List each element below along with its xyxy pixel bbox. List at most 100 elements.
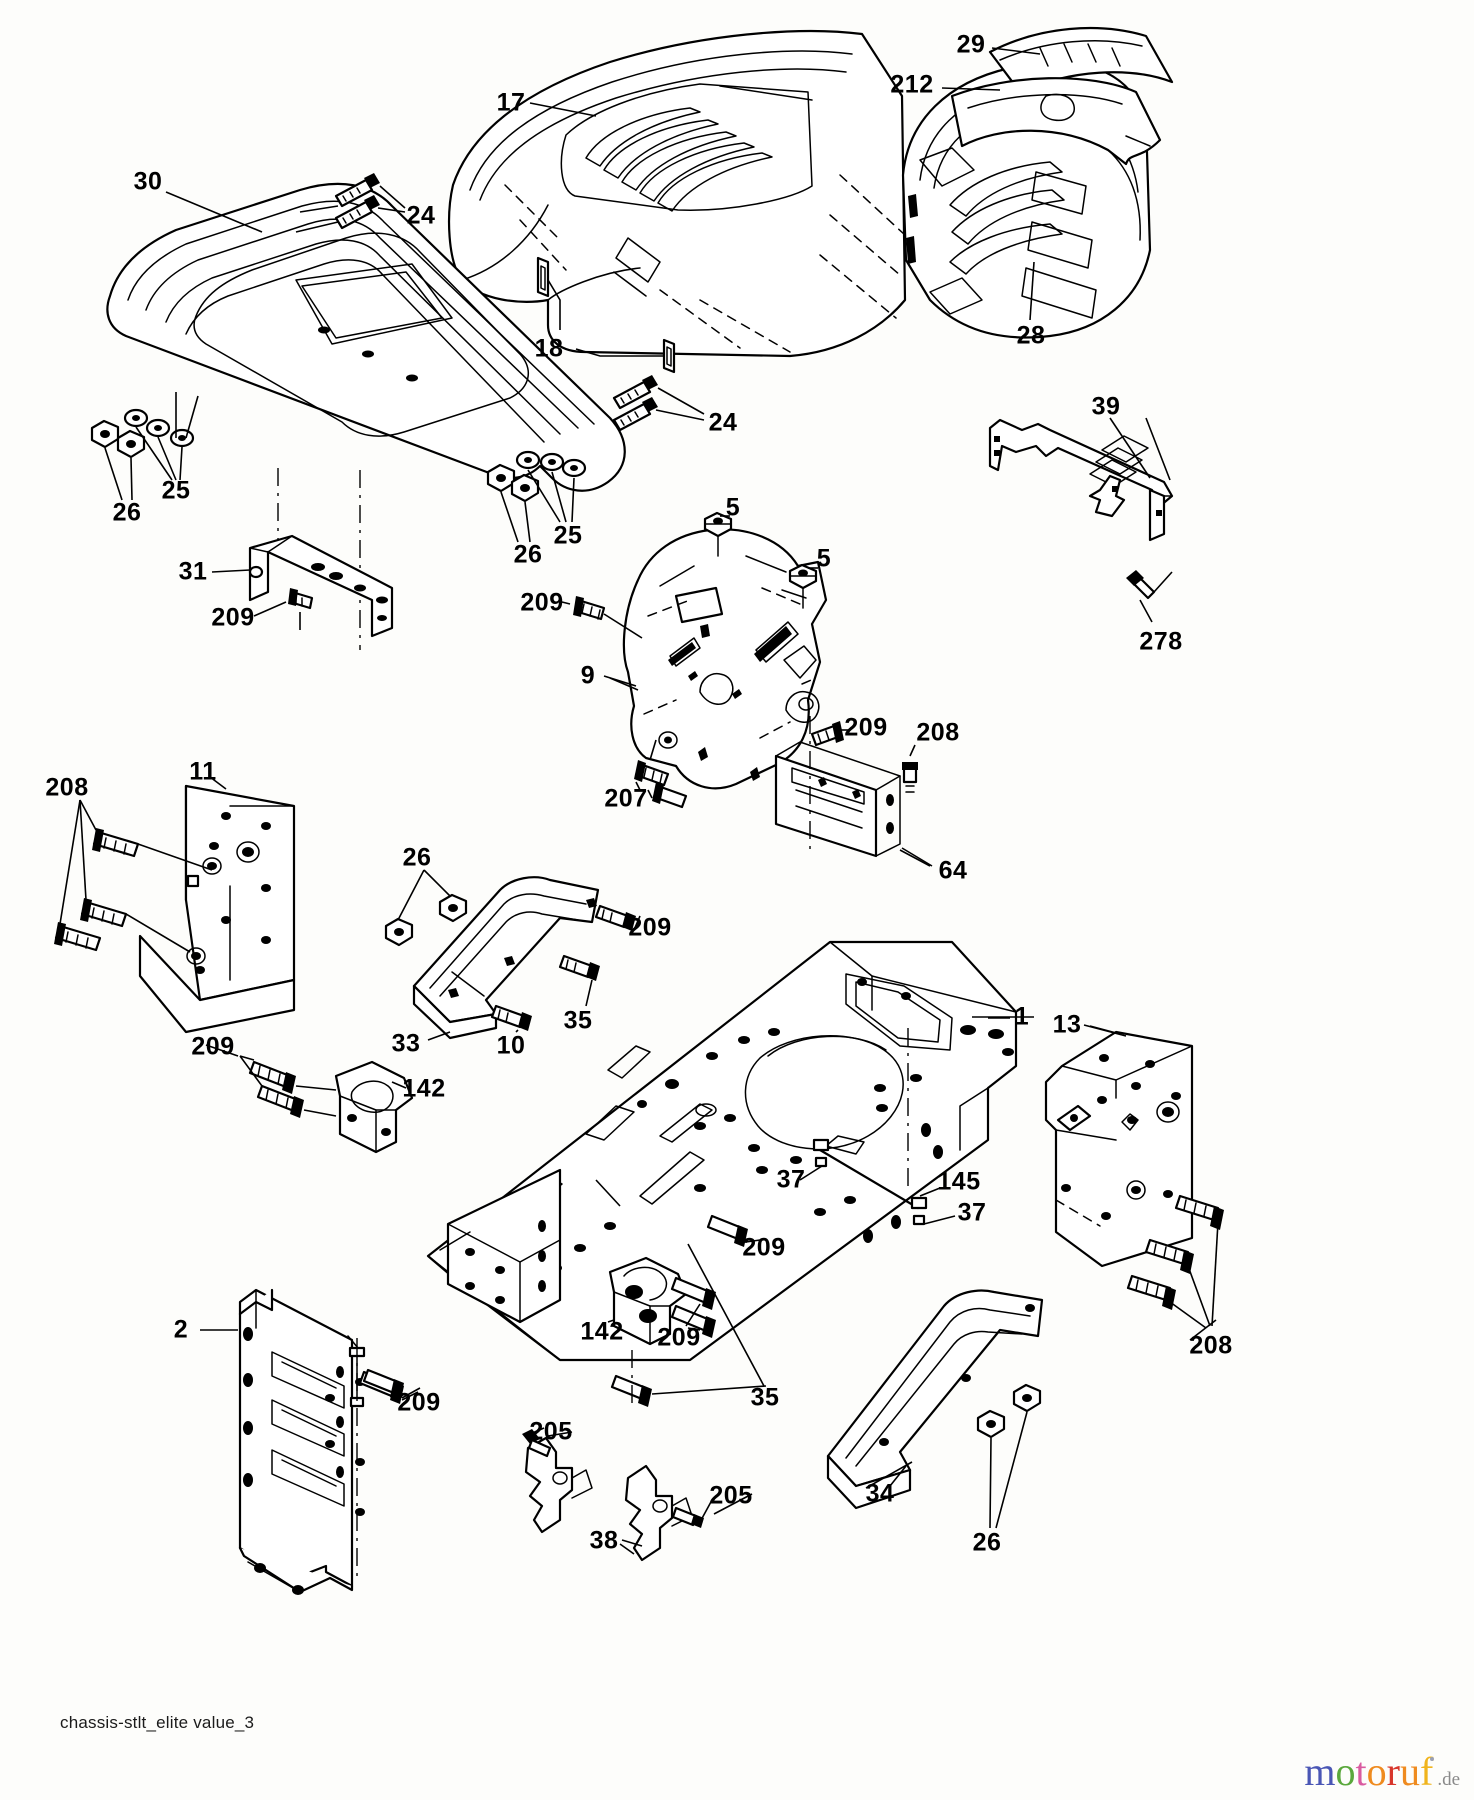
callout-207: 207 — [604, 784, 648, 813]
part-209-screw-center — [706, 1214, 761, 1247]
callout-10: 10 — [496, 1031, 526, 1060]
callout-26: 26 — [402, 843, 432, 872]
callout-29: 29 — [956, 30, 986, 59]
callout-64: 64 — [938, 856, 968, 885]
callout-142: 142 — [402, 1074, 446, 1103]
part-212-grille-insert — [950, 77, 1162, 166]
part-209-screws-142upper — [239, 1055, 337, 1118]
part-209-bottom-screw — [362, 1368, 419, 1401]
callout-25: 25 — [161, 476, 191, 505]
part-13-right-bracket — [1044, 1025, 1194, 1268]
part-26-nuts-right-footrest — [976, 1383, 1042, 1529]
part-209-screws-142lower — [670, 1276, 716, 1338]
part-39-support-rail — [988, 417, 1174, 542]
part-38-right — [619, 1464, 713, 1562]
callout-209: 209 — [844, 713, 888, 742]
callout-209: 209 — [191, 1032, 235, 1061]
part-9-dash-support — [609, 528, 828, 790]
hardware-25-26-left — [90, 392, 199, 501]
callout-208: 208 — [916, 718, 960, 747]
hardware-25-26-right — [486, 450, 587, 543]
callout-208: 208 — [1189, 1331, 1233, 1360]
part-2-left-panel — [200, 1288, 366, 1595]
callout-31: 31 — [178, 557, 208, 586]
callout-24: 24 — [708, 408, 738, 437]
callout-205: 205 — [529, 1417, 573, 1446]
watermark-dot-icon — [1430, 1757, 1435, 1761]
part-208-bolts-right — [1126, 1194, 1224, 1329]
callout-208: 208 — [45, 773, 89, 802]
callout-38: 38 — [589, 1526, 619, 1555]
bolt — [612, 375, 658, 410]
watermark-letter: t — [1355, 1749, 1367, 1794]
callout-209: 209 — [657, 1323, 701, 1352]
diagram-caption: chassis-stlt_elite value_3 — [60, 1713, 255, 1732]
locknut-26 — [90, 419, 146, 459]
part-209-screw-bracket31 — [253, 588, 314, 630]
part-33-left-footrest — [412, 876, 600, 1040]
leader-lines — [165, 47, 1217, 1547]
part-208-bolt-tray — [902, 744, 918, 793]
callout-5: 5 — [725, 493, 741, 522]
callout-30: 30 — [133, 167, 163, 196]
callout-26: 26 — [112, 498, 142, 527]
part-205-left — [522, 1427, 593, 1534]
callout-26: 26 — [972, 1528, 1002, 1557]
callout-37: 37 — [957, 1198, 987, 1227]
callout-13: 13 — [1052, 1010, 1082, 1039]
part-142-upper — [334, 1060, 414, 1154]
part-35-screw-footrest — [558, 954, 600, 1007]
part-142-lower — [607, 1256, 688, 1346]
part-31-bracket — [211, 534, 394, 638]
callout-34: 34 — [865, 1479, 895, 1508]
callout-35: 35 — [750, 1383, 780, 1412]
callout-209: 209 — [628, 913, 672, 942]
callout-145: 145 — [937, 1167, 981, 1196]
callout-5: 5 — [816, 544, 832, 573]
watermark-letter: o — [1366, 1749, 1387, 1794]
part-209-screw-9b — [810, 721, 850, 747]
callout-278: 278 — [1139, 627, 1183, 656]
motoruf-watermark: motoruf.de — [1304, 1752, 1460, 1792]
callout-25: 25 — [553, 521, 583, 550]
part-34-right-footrest — [826, 1289, 1044, 1510]
part-278-screw — [1126, 570, 1173, 623]
callout-26: 26 — [513, 540, 543, 569]
bolt — [334, 195, 380, 230]
part-208-bolts-left — [54, 799, 213, 953]
part-209-screw-9a — [561, 596, 643, 639]
part-209-screw-footrest — [594, 904, 641, 931]
watermark-letter: m — [1304, 1749, 1336, 1794]
callout-142: 142 — [580, 1317, 624, 1346]
part-26-nuts-footrest — [384, 869, 468, 947]
part-5-knob-b — [788, 563, 818, 609]
callout-11: 11 — [189, 757, 217, 786]
part-11-left-bracket — [138, 776, 296, 1034]
callout-2: 2 — [173, 1315, 189, 1344]
callout-209: 209 — [211, 603, 255, 632]
callout-28: 28 — [1016, 321, 1046, 350]
callout-1: 1 — [1014, 1002, 1030, 1031]
part-24-bolts-upper — [295, 173, 406, 233]
watermark-letter: u — [1399, 1749, 1420, 1794]
part-35-screw-lower — [610, 1243, 767, 1408]
callout-209: 209 — [397, 1388, 441, 1417]
callout-9: 9 — [580, 661, 596, 690]
watermark-letter: r — [1386, 1749, 1400, 1794]
callout-39: 39 — [1091, 392, 1121, 421]
part-17-hood — [447, 29, 907, 358]
callout-35: 35 — [563, 1006, 593, 1035]
part-30-fender-dash — [106, 182, 626, 650]
callout-18: 18 — [534, 334, 564, 363]
watermark-letter: f — [1419, 1749, 1434, 1794]
watermark-suffix: .de — [1437, 1769, 1460, 1790]
callout-212: 212 — [890, 70, 934, 99]
callout-205: 205 — [709, 1481, 753, 1510]
callout-209: 209 — [520, 588, 564, 617]
callout-209: 209 — [742, 1233, 786, 1262]
middle-lower-bracket — [439, 1168, 562, 1324]
bolt — [334, 173, 380, 208]
callout-17: 17 — [496, 88, 526, 117]
